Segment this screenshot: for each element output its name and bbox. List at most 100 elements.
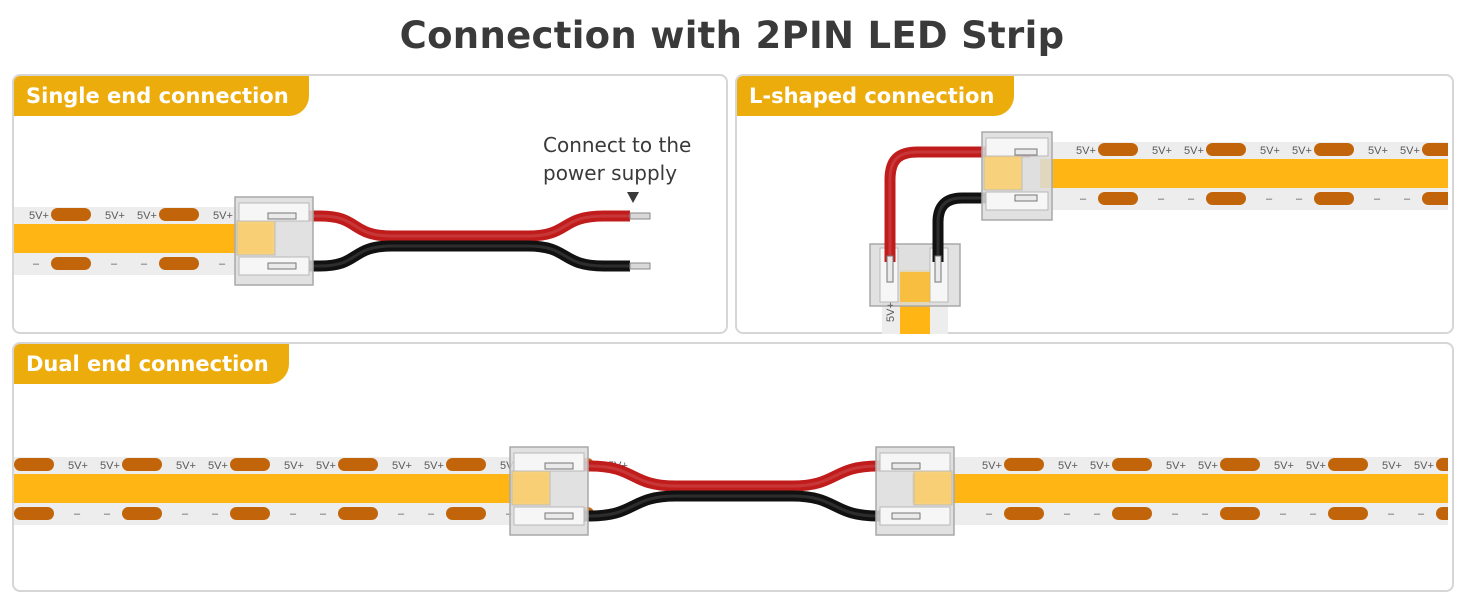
wire-pin [267,212,297,220]
solder-pad [122,458,162,471]
solder-pad [1112,507,1152,520]
minus-marking: – [111,258,118,270]
wire-pin [1014,148,1038,156]
minus-marking: – [1064,508,1071,520]
minus-marking: – [182,508,189,520]
strip-glow [912,474,1448,503]
connector-window [900,272,930,302]
positive-wire-highlight [888,150,1030,300]
solder-pad [1098,143,1138,156]
solder-pad [1314,192,1354,205]
negative-wire [932,192,1030,300]
connector-window [983,155,1023,191]
strip-marking-text: 5V+ [1382,460,1402,472]
wire-pin [891,462,921,470]
negative-wire [556,490,912,522]
solder-pad [14,507,54,520]
minus-marking: – [1202,508,1209,520]
solder-pad [230,507,270,520]
positive-wire-highlight [276,214,630,238]
solder-pad [1206,192,1246,205]
strip-marking-text: 5V+ [424,460,444,472]
strip-marking-text: 5V+ [1400,145,1420,157]
strip-marking-text: 5V+ [1260,145,1280,157]
connector-window [236,220,276,256]
negative-wire-highlight [936,196,1030,300]
solder-pad [1098,192,1138,205]
minus-marking: – [986,508,993,520]
minus-marking: – [1388,508,1395,520]
solder-pad [1422,143,1448,156]
minus-marking: – [219,258,226,270]
solder-pad [446,458,486,471]
strip-marking-text: 5V+ [1306,460,1326,472]
solder-pad [159,208,199,221]
power-supply-note: Connect to the power supply [543,131,691,187]
strip-marking-text: 5V+ [316,460,336,472]
minus-marking: – [398,508,405,520]
solder-pad [338,458,378,471]
solder-pad [1422,192,1448,205]
l-shaped-label: L-shaped connection [737,76,1015,116]
strip-glow [1040,159,1448,188]
positive-wire [276,210,630,242]
positive-wire [884,146,1030,300]
minus-marking: – [1188,193,1195,205]
strip-marking-text: 5V+ [213,210,233,222]
solder-pad [446,507,486,520]
dual-end-label: Dual end connection [14,344,289,384]
strip-glow [14,474,548,503]
solder-pad [1220,507,1260,520]
single-end-panel: Single end connection [12,74,728,334]
minus-marking: – [428,508,435,520]
solder-pad [159,257,199,270]
minus-marking: – [74,508,81,520]
solder-pad [51,257,91,270]
strip-marking-text: 5V+ [392,460,412,472]
single-end-diagram: 5V+5V+––5V+5V+––5V+5V+–– [14,192,651,286]
minus-marking: – [0,508,3,520]
tinned-wire-end [629,262,651,270]
single-end-label: Single end connection [14,76,309,116]
connector-window [237,221,275,255]
solder-pad [122,507,162,520]
minus-marking: – [1094,508,1101,520]
solder-pad [1436,458,1448,471]
solder-pad [338,507,378,520]
strip-marking-text: 5V+ [284,460,304,472]
positive-wire [556,460,912,492]
solder-pad [1220,458,1260,471]
note-line-1: Connect to the [543,133,692,157]
minus-marking: – [1266,193,1273,205]
l-shaped-diagram: 5V+5V+––5V+5V+––5V+5V+––5V+5V+–– [884,131,1448,300]
minus-marking: – [320,508,327,520]
minus-marking: – [141,258,148,270]
page-title: Connection with 2PIN LED Strip [399,14,1065,57]
solder-pad [230,458,270,471]
wire-pin [544,462,574,470]
positive-wire-highlight [556,464,912,488]
connector-window [984,156,1022,190]
strip-marking-text: 5V+ [0,460,12,472]
negative-wire [276,240,630,272]
connector-window [511,470,551,506]
strip-marking-text: 5V+ [68,460,88,472]
connector-window [512,471,550,505]
strip-marking-text: 5V+ [1166,460,1186,472]
wire-pin [544,512,574,520]
wire-pin [1014,194,1038,202]
minus-marking: – [104,508,111,520]
minus-marking: – [1280,508,1287,520]
strip-marking-text: 5V+ [105,210,125,222]
solder-pad [1112,458,1152,471]
minus-marking: – [33,258,40,270]
strip-marking-text: 5V+ [29,210,49,222]
solder-pad [1206,143,1246,156]
minus-marking: – [1374,193,1381,205]
minus-marking: – [212,508,219,520]
solder-pad [1328,458,1368,471]
strip-marking-text: 5V+ [1274,460,1294,472]
strip-marking-text: 5V+ [1292,145,1312,157]
tinned-wire-end [629,212,651,220]
